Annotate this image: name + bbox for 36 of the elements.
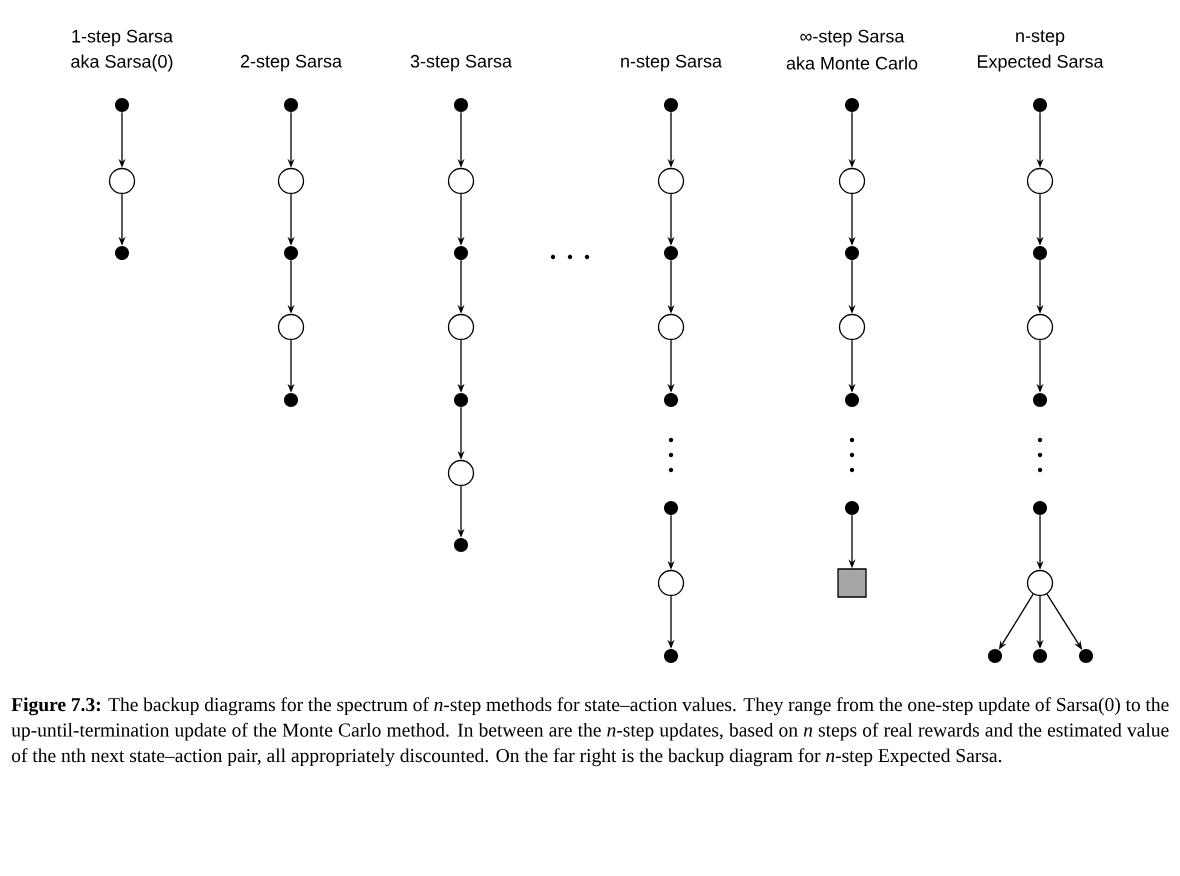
action-circle	[447, 167, 475, 195]
column-title: n-step	[1016, 30, 1065, 46]
column-title: n-step Sarsa	[621, 54, 722, 72]
state-dot	[664, 501, 678, 515]
state-dot	[115, 98, 129, 112]
action-circle	[1026, 569, 1054, 597]
caption: Figure 7.3: The backup diagrams for the spectrum of n-step methods for state–action values. They range from the one-step update of Sarsa(0) to the up-until-termination update of the Monte Carlo method. In between are the n-step updates, based on n steps of real rewards and the estimated value of the nth next state–action pair, all appropriately discounted. On the far right is the backup diagram for n-step Expected Sarsa.	[11, 697, 1169, 767]
action-circle	[447, 459, 475, 487]
action-circle	[277, 313, 305, 341]
state-dot	[1033, 98, 1047, 112]
action-circle	[657, 569, 685, 597]
action-circle	[657, 313, 685, 341]
action-circle	[838, 167, 866, 195]
action-circle	[838, 313, 866, 341]
action-circle	[1026, 313, 1054, 341]
action-circle	[447, 313, 475, 341]
terminal-square	[837, 568, 867, 598]
state-dot	[845, 98, 859, 112]
action-circle	[277, 167, 305, 195]
action-circle	[108, 167, 136, 195]
column-title: aka Sarsa(0)	[71, 54, 173, 72]
column-title: ∞-step Sarsa	[800, 29, 905, 47]
state-dot	[845, 501, 859, 515]
state-dot	[1079, 649, 1093, 663]
action-circle	[1026, 167, 1054, 195]
column-title: 2-step Sarsa	[240, 54, 342, 72]
state-dot	[284, 98, 298, 112]
column-title: Expected Sarsa	[977, 54, 1104, 72]
state-dot	[664, 98, 678, 112]
state-dot	[1033, 501, 1047, 515]
state-dot	[988, 649, 1002, 663]
action-circle	[657, 167, 685, 195]
column-title: 3-step Sarsa	[410, 54, 512, 72]
column-title: 1-step Sarsa	[72, 29, 173, 47]
state-dot	[454, 98, 468, 112]
column-title: aka Monte Carlo	[786, 56, 918, 70]
